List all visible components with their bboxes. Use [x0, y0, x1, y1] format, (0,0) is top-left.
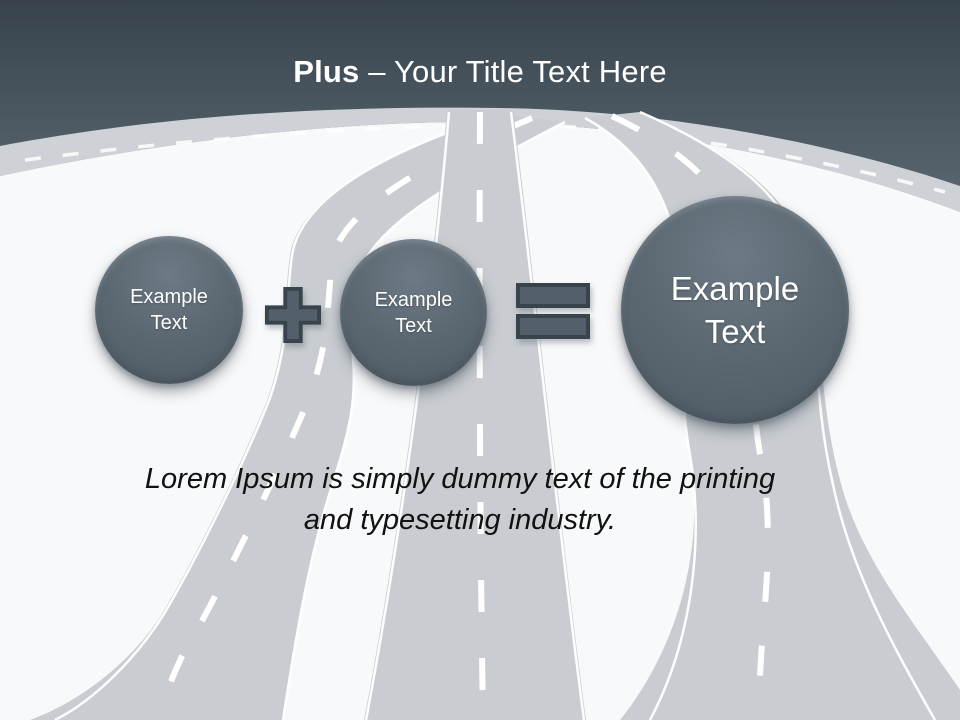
body-text[interactable]: Lorem Ipsum is simply dummy text of the …: [0, 459, 920, 541]
equals-icon[interactable]: [516, 282, 590, 340]
road-center-dashes: [476, 111, 486, 720]
title-rest: – Your Title Text Here: [359, 54, 667, 89]
road-center: [364, 110, 586, 720]
operand2-text-line2: Text: [395, 314, 432, 337]
horizon-lane-dashes-right: [559, 124, 946, 194]
plus-icon[interactable]: [264, 286, 322, 344]
operand1-text-line2: Text: [150, 312, 188, 334]
horizon-road: [0, 107, 960, 212]
result-text-line1: Example: [670, 270, 800, 307]
road-left: [30, 114, 565, 720]
operand2-text-line1: Example: [374, 288, 453, 311]
operand2-circle[interactable]: Example Text: [340, 239, 487, 386]
operand1-circle[interactable]: Example Text: [95, 236, 243, 384]
operand1-text-line1: Example: [130, 286, 208, 308]
slide-title[interactable]: Plus – Your Title Text Here: [0, 52, 960, 92]
body-text-line1: Lorem Ipsum is simply dummy text of the …: [144, 463, 776, 495]
horizon-lane-dashes-left: [24, 124, 451, 162]
road-center-edge-left: [364, 111, 451, 720]
body-text-line2: and typesetting industry.: [303, 504, 617, 536]
result-text-line2: Text: [704, 313, 766, 350]
road-left-edge-outer: [54, 112, 501, 720]
road-left-center-dashes: [157, 115, 534, 719]
road-center-edge-right: [509, 111, 586, 720]
result-circle[interactable]: Example Text: [621, 196, 849, 424]
title-keyword: Plus: [293, 54, 360, 89]
